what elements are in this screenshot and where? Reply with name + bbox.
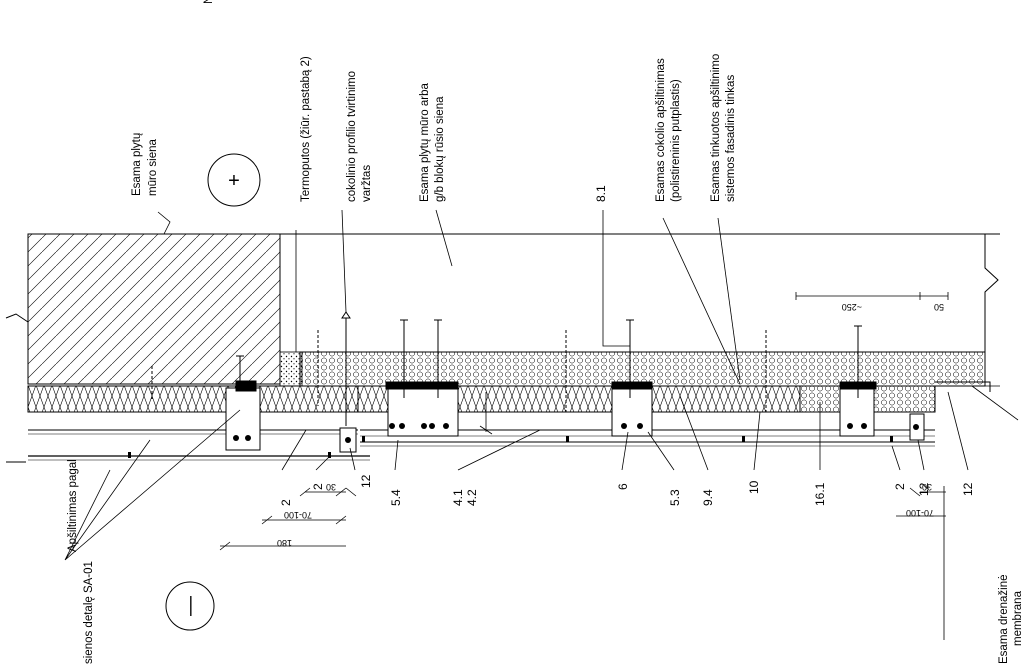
cokolio-label-2: (polistireninis putplastis) (670, 79, 682, 202)
label-2-b: 2 (311, 483, 325, 490)
tinkas-label-2: sistemos fasadinis tinkas (725, 75, 737, 202)
dim-70-100-left: 70-100 (284, 510, 312, 520)
label-4-1: 4.1 (451, 489, 465, 506)
label-12-a: 12 (359, 474, 373, 488)
cladding-rails (28, 429, 935, 461)
dim-50: 50 (934, 302, 944, 312)
anchor-screws (151, 311, 862, 426)
apsiltinimas-label-2: sienos detalę SA-01 (83, 561, 95, 664)
label-5-3: 5.3 (668, 489, 682, 506)
label-8-1: 8.1 (594, 185, 608, 202)
dim-250: ~250 (842, 302, 862, 312)
existing-basement-wall (279, 233, 1000, 384)
cokolio-label-1: Esamas cokolio apšiltinimas (655, 58, 667, 202)
apsiltinimas-label-1: Apšiltinimas pagal (67, 459, 79, 552)
membrana-label-2: membrana (1012, 590, 1024, 646)
plus-symbol: + (207, 153, 261, 207)
membrana-label-1: Esama drenažinė (998, 575, 1010, 665)
polystyrene-insulation-layer (299, 351, 986, 387)
label-2-c: 2 (893, 483, 907, 490)
plus-text: + (228, 170, 240, 192)
blokai-label-2: g/b blokų rūsio siena (434, 96, 446, 202)
esama-siena-label-1: Esama plytų (131, 133, 143, 196)
wall-brackets (225, 380, 925, 453)
thermo-foam-fill (279, 351, 303, 387)
dim-30-left: 30 (326, 482, 336, 492)
blokai-label-1: Esama plytų mūro arba (419, 83, 431, 202)
label-6: 6 (616, 483, 630, 490)
label-16-1: 16.1 (813, 482, 827, 506)
dimension-lines (219, 292, 949, 640)
mineral-wool-layer-left (27, 385, 359, 413)
label-10: 10 (747, 480, 761, 494)
label-12-c: 12 (961, 482, 975, 496)
label-2-a: 2 (279, 499, 293, 506)
label-5-4: 5.4 (389, 489, 403, 506)
minus-symbol: — (165, 581, 215, 631)
cokolinio-label-2: varžtas (361, 165, 373, 202)
label-4-2: 4.2 (465, 489, 479, 506)
label-12-b: 12 (917, 482, 931, 496)
dim-70-100-right: 70-100 (906, 508, 934, 518)
leader-lines (64, 209, 1019, 561)
termoputos-label: Termoputos (žiūr. pastabą 2) (300, 56, 312, 202)
minus-text: — (179, 596, 201, 616)
cokolinio-label-1: cokolinio profilio tvirtinimo (346, 71, 358, 202)
esama-siena-label-2: mūro siena (147, 139, 159, 196)
tinkas-label-1: Esamas tinkuotos apšiltinimo (710, 54, 722, 202)
existing-brick-wall (5, 233, 281, 463)
label-9-4: 9.4 (701, 489, 715, 506)
dim-180: 180 (277, 538, 292, 548)
top-cut-label: N (203, 0, 215, 4)
rail-rivets (128, 436, 893, 458)
dim-30-right: 30 (922, 482, 932, 492)
bracket-bolts (233, 423, 919, 443)
